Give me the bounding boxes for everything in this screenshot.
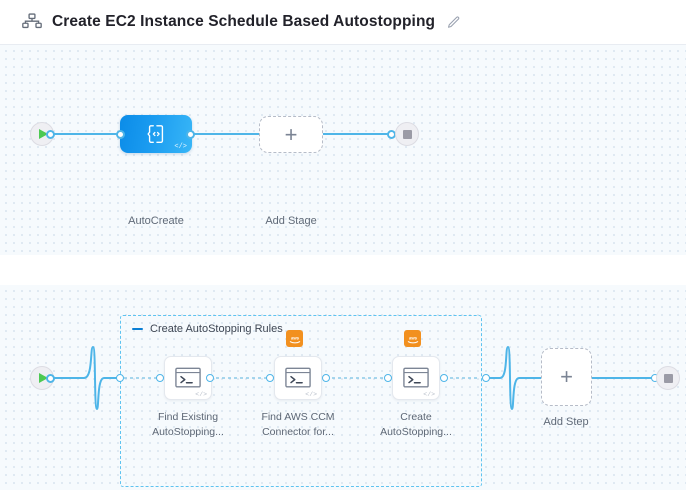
step-label-3: Create AutoStopping...	[380, 411, 452, 438]
svg-text:aws: aws	[290, 335, 299, 340]
stop-square-icon	[402, 129, 412, 139]
step-label-2: Find AWS CCM Connector for...	[261, 411, 335, 438]
start-output-port[interactable]	[46, 130, 55, 139]
add-step-button[interactable]: +	[541, 348, 592, 406]
stage-label-autocreate: AutoCreate	[128, 215, 184, 227]
stage-output-port[interactable]	[186, 130, 195, 139]
step-2-output-port[interactable]	[322, 374, 330, 382]
add-stage-label: Add Stage	[265, 215, 317, 227]
execution-end[interactable]	[656, 366, 680, 390]
step-3-input-port[interactable]	[384, 374, 392, 382]
step-canvas[interactable]: Create AutoStopping Rules </> Fi	[0, 285, 686, 490]
step-corner-glyph: </>	[195, 391, 207, 398]
minus-icon[interactable]	[132, 328, 143, 330]
step-card-find-existing-autostopping[interactable]: </>	[164, 356, 212, 400]
stage-corner-glyph: </>	[174, 143, 187, 151]
pipeline-end[interactable]	[395, 122, 419, 146]
stage-node-autocreate[interactable]: </>	[120, 115, 192, 153]
play-icon	[39, 129, 48, 139]
execution-start-port[interactable]	[46, 374, 55, 383]
step-1-output-port[interactable]	[206, 374, 214, 382]
group-exit-port[interactable]	[482, 374, 490, 382]
step-group-create-autostopping-rules[interactable]: Create AutoStopping Rules	[120, 315, 482, 487]
step-label-1: Find Existing AutoStopping...	[152, 411, 224, 438]
aws-icon: aws	[286, 330, 303, 347]
svg-text:aws: aws	[408, 335, 417, 340]
step-card-find-aws-ccm-connector[interactable]: </>	[274, 356, 322, 400]
aws-icon: aws	[404, 330, 421, 347]
pipeline-nodes-icon	[22, 12, 42, 32]
page-title: Create EC2 Instance Schedule Based Autos…	[52, 13, 436, 30]
group-entry-port[interactable]	[116, 374, 124, 382]
terminal-icon	[403, 367, 429, 388]
plus-icon: +	[284, 121, 298, 147]
stop-square-icon	[663, 373, 673, 383]
canvas-divider	[0, 255, 686, 285]
terminal-icon	[175, 367, 201, 388]
step-group-title: Create AutoStopping Rules	[150, 323, 283, 335]
add-stage-button[interactable]: +	[259, 116, 323, 153]
step-group-header[interactable]: Create AutoStopping Rules	[132, 323, 283, 335]
code-braces-icon	[145, 123, 167, 145]
pencil-edit-icon[interactable]	[446, 15, 461, 30]
step-nodes-layer: Create AutoStopping Rules </> Fi	[0, 285, 686, 490]
play-icon	[39, 373, 48, 383]
step-corner-glyph: </>	[305, 391, 317, 398]
step-3-output-port[interactable]	[440, 374, 448, 382]
step-card-create-autostopping[interactable]: </>	[392, 356, 440, 400]
add-step-label: Add Step	[543, 416, 589, 428]
step-2-input-port[interactable]	[266, 374, 274, 382]
page-header: Create EC2 Instance Schedule Based Autos…	[0, 0, 686, 45]
stage-nodes-layer: </> AutoCreate + Add Stage	[0, 45, 686, 255]
plus-icon: +	[560, 364, 573, 389]
stage-canvas[interactable]: </> AutoCreate + Add Stage	[0, 45, 686, 255]
step-corner-glyph: </>	[423, 391, 435, 398]
terminal-icon	[285, 367, 311, 388]
step-1-input-port[interactable]	[156, 374, 164, 382]
stage-input-port[interactable]	[116, 130, 125, 139]
